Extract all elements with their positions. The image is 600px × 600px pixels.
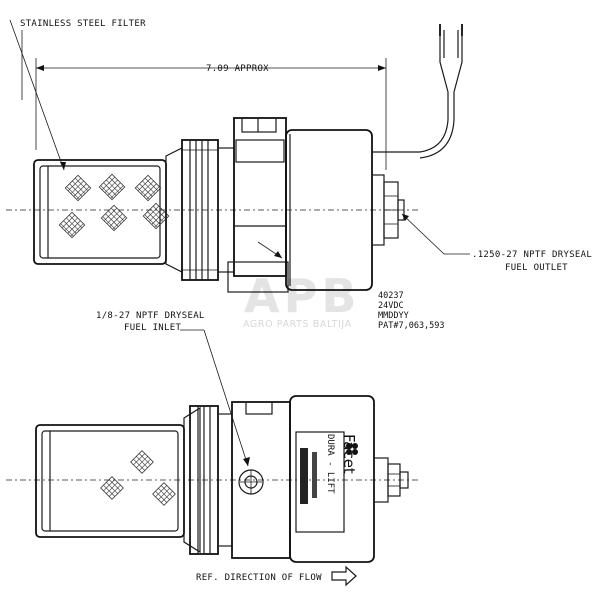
spec-code: MMDDYY bbox=[378, 311, 409, 321]
bottom-filter-collar bbox=[183, 405, 233, 555]
watermark: APB AGRO PARTS BALTIJA bbox=[243, 269, 360, 330]
overall-dimension: 7.09 APPROX bbox=[35, 58, 387, 170]
spec-voltage: 24VDC bbox=[378, 301, 404, 311]
nameplate-model: DURA - LIFT bbox=[325, 434, 335, 494]
inlet-callout: 1/8-27 NPTF DRYSEAL FUEL INLET bbox=[96, 311, 250, 467]
nameplate-logo-icon bbox=[346, 443, 358, 455]
filter-mesh bbox=[58, 173, 170, 239]
filter-collar bbox=[165, 139, 235, 281]
outlet-callout: .1250-27 NPTF DRYSEAL FUEL OUTLET bbox=[401, 213, 592, 273]
top-view: 7.09 APPROX STAINLESS STEEL FILTER .1250… bbox=[6, 19, 592, 293]
filter-callout: STAINLESS STEEL FILTER bbox=[9, 19, 146, 171]
inlet-label-1: 1/8-27 NPTF DRYSEAL bbox=[96, 311, 205, 321]
bottom-view: DURA - LIFT Facet 1/8-27 NPTF DRYSEAL FU… bbox=[6, 311, 420, 587]
flow-direction: REF. DIRECTION OF FLOW bbox=[196, 565, 357, 587]
bottom-solenoid-body: DURA - LIFT Facet bbox=[289, 395, 375, 563]
pump-block bbox=[227, 117, 289, 293]
bottom-outlet-fitting bbox=[373, 457, 409, 503]
filter-housing bbox=[33, 159, 167, 265]
outlet-label-2: FUEL OUTLET bbox=[505, 263, 568, 273]
inlet-label-2: FUEL INLET bbox=[124, 323, 181, 333]
nameplate-panel bbox=[295, 431, 345, 533]
flow-label: REF. DIRECTION OF FLOW bbox=[196, 573, 322, 583]
filter-label: STAINLESS STEEL FILTER bbox=[20, 19, 146, 29]
outlet-fitting bbox=[371, 174, 405, 246]
outlet-label-1: .1250-27 NPTF DRYSEAL bbox=[472, 250, 592, 260]
spec-patent: PAT#7,063,593 bbox=[378, 321, 445, 331]
dimension-label: 7.09 APPROX bbox=[206, 64, 269, 74]
bottom-filter-mesh bbox=[100, 450, 176, 506]
watermark-text: AGRO PARTS BALTIJA bbox=[243, 319, 352, 330]
watermark-logo: APB bbox=[244, 269, 360, 323]
filter-inner bbox=[39, 165, 161, 259]
wire-leads bbox=[372, 24, 463, 159]
spec-part: 40237 bbox=[378, 291, 404, 301]
flow-arrow-icon bbox=[331, 565, 357, 587]
bottom-filter-housing bbox=[35, 424, 185, 538]
spec-block: 40237 24VDC MMDDYY PAT#7,063,593 bbox=[378, 291, 445, 331]
